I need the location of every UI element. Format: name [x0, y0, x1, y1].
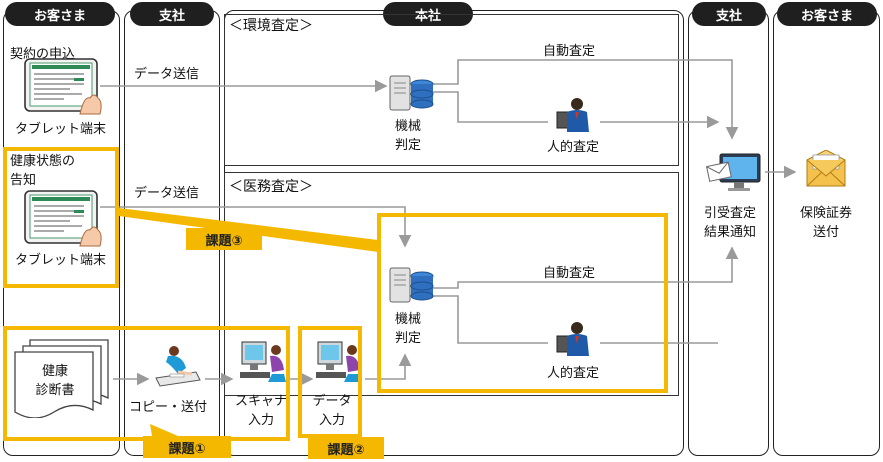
copy-send-label: コピー・送付	[129, 400, 208, 415]
machine-judgment-1-line2: 判定	[394, 138, 421, 153]
section-medical	[224, 172, 679, 396]
notice-line2: 結果通知	[703, 225, 756, 240]
issue1-label: 課題①	[143, 436, 231, 458]
scanner-input-line1: スキャナ	[234, 394, 287, 409]
scanner-operator-icon	[240, 341, 286, 382]
machine-judgment-1-line1: 機械	[394, 119, 421, 134]
envelope-icon	[806, 150, 846, 187]
issue3-highlight-left	[3, 147, 119, 288]
assessor-person-icon	[556, 98, 589, 132]
policy-send-label: 保険証券 送付	[784, 204, 868, 242]
tablet-icon	[24, 190, 102, 247]
health-certificate-label: 健康 診断書	[20, 362, 90, 400]
lane-header-customer-right: お客さま	[777, 2, 877, 26]
copy-fax-person-icon	[155, 346, 201, 387]
lane-header-branch-left: 支社	[130, 2, 214, 26]
monitor-email-icon	[706, 153, 761, 191]
lane-header-branch-right: 支社	[692, 2, 766, 26]
machine-judgment-2-line1: 機械	[394, 312, 421, 327]
underwriting-result-notice-label: 引受査定 結果通知	[692, 204, 768, 242]
data-send-label-1: データ送信	[134, 67, 200, 82]
policy-line2: 送付	[812, 225, 839, 240]
data-send-label-2: データ送信	[134, 186, 200, 201]
notice-line1: 引受査定	[703, 206, 756, 221]
tablet-icon	[24, 58, 102, 115]
auto-assessment-label-2: 自動査定	[543, 266, 596, 281]
machine-judgment-label-2: 機械 判定	[385, 310, 431, 348]
section-medical-title: ＜医務査定＞	[229, 179, 313, 195]
tablet-label-2: タブレット端末	[15, 253, 107, 268]
health-certificate-line2: 診断書	[35, 383, 75, 398]
document-stack-icon	[14, 339, 109, 418]
auto-assessment-label-1: 自動査定	[543, 44, 596, 59]
assessor-person-icon	[556, 322, 589, 356]
scanner-input-line2: 入力	[247, 413, 274, 428]
issue3-label: 課題③	[186, 228, 262, 250]
issue2-highlight	[298, 326, 362, 438]
health-condition-line2: 告知	[10, 173, 37, 188]
human-assessment-label-1: 人的査定	[547, 140, 600, 155]
server-database-icon	[389, 75, 434, 111]
section-environment	[224, 14, 679, 166]
section-environment-title: ＜環境査定＞	[229, 18, 313, 34]
health-condition-label: 健康状態の 告知	[10, 152, 75, 190]
data-input-label: データ 入力	[305, 392, 359, 430]
issue3-highlight-right	[377, 213, 668, 393]
data-input-line1: データ	[312, 394, 352, 409]
human-assessment-label-2: 人的査定	[547, 366, 600, 381]
data-input-line2: 入力	[318, 413, 345, 428]
machine-judgment-2-line2: 判定	[394, 331, 421, 346]
issue2-label: 課題②	[308, 437, 384, 459]
policy-line1: 保険証券	[799, 206, 852, 221]
lane-header-customer-left: お客さま	[5, 2, 115, 26]
health-certificate-line1: 健康	[41, 364, 68, 379]
server-database-icon	[389, 267, 434, 303]
tablet-label-1: タブレット端末	[15, 122, 107, 137]
machine-judgment-label-1: 機械 判定	[385, 117, 431, 155]
scanner-input-label: スキャナ 入力	[229, 392, 293, 430]
data-entry-operator-icon	[316, 341, 362, 382]
health-condition-line1: 健康状態の	[10, 154, 76, 169]
